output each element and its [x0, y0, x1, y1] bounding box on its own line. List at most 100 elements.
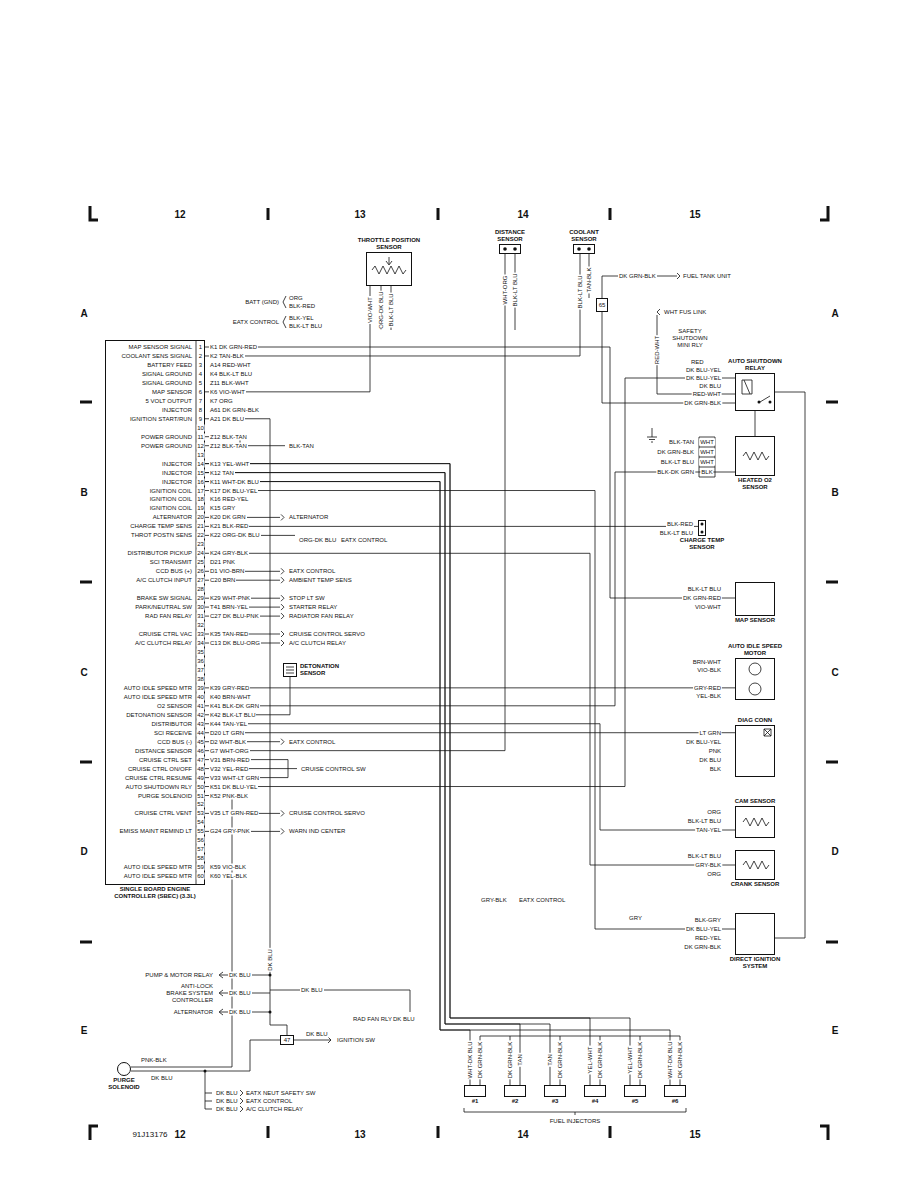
- wire-connector: [755, 411, 756, 436]
- wire-label: 49: [196, 774, 205, 781]
- wire-label: 43: [196, 720, 205, 727]
- wire-label: 48: [196, 765, 205, 772]
- wire-label: A/C CLUTCH RELAY: [134, 640, 193, 647]
- wire-label: DISTRIBUTOR: [150, 720, 193, 727]
- wire-label: 38: [196, 675, 205, 682]
- wire-label: DK GRN-BLK: [477, 1041, 484, 1080]
- wire-label: CRUISE CTRL VENT: [134, 810, 193, 817]
- relay-contact: [758, 401, 761, 404]
- wire-label: 5 VOLT OUTPUT: [145, 397, 193, 404]
- grid-reference: 12: [173, 209, 186, 220]
- solenoid-symbol: PURGE SOLENOID: [117, 1062, 131, 1076]
- wire-label: DK BLU-YEL: [685, 375, 722, 382]
- wire-label: ORG: [706, 871, 722, 878]
- wire-label: RED-WHT: [692, 391, 722, 398]
- wire-label: DK GRN-BLK: [637, 1041, 644, 1080]
- wire-label: DK GRN-RED: [682, 595, 722, 602]
- grid-reference: D: [830, 846, 839, 857]
- wire-label: DK BLU: [150, 1075, 174, 1082]
- wire-label: 20: [196, 514, 205, 521]
- wire-label: TAN: [517, 1053, 524, 1067]
- wire-label: DK GRN-BLK: [618, 273, 657, 280]
- wire-label: MAP SENSOR: [151, 388, 193, 395]
- wire-label: T41 BRN-YEL: [209, 604, 249, 611]
- wire-label: YEL-WHT: [627, 1046, 634, 1075]
- wire-label: K40 BRN-WHT: [209, 693, 252, 700]
- wire-label: 4: [198, 370, 203, 377]
- wire-label: EATX CONTROL: [518, 897, 566, 904]
- wire-label: BLK-LT BLU: [687, 586, 722, 593]
- ignition-box: DIRECT IGNITION SYSTEM: [735, 913, 775, 955]
- grid-reference: C: [79, 667, 88, 678]
- wire-connector: [205, 473, 520, 1085]
- wire-connector: [205, 482, 670, 1085]
- wire-label: K2 TAN-BLK: [209, 352, 245, 359]
- component-label: CHARGE TEMP SENSOR: [677, 537, 727, 551]
- component-label: DIAG CONN: [730, 717, 780, 724]
- wire-label: BRN-WHT: [692, 659, 722, 666]
- wire-label: 44: [196, 729, 205, 736]
- wire-label: EATX CONTROL: [340, 537, 388, 544]
- wire-label: STOP LT SW: [288, 595, 326, 602]
- wire-label: K22 ORG-DK BLU: [209, 532, 261, 539]
- wire-label: 51: [196, 792, 205, 799]
- wire-label: COOLANT SENS SIGNAL: [120, 352, 193, 359]
- grid-reference: D: [79, 846, 88, 857]
- wire-label: GRY-BLK: [480, 897, 508, 904]
- wire-label: SIGNAL GROUND: [141, 370, 193, 377]
- wire-label: DK GRN-BLK: [683, 400, 722, 407]
- wire-label: 36: [196, 657, 205, 664]
- wire-label: IGNITION START/RUN: [129, 415, 193, 422]
- sensor-box: MAP SENSOR: [735, 582, 775, 616]
- wire-label: 41: [196, 702, 205, 709]
- pin-dot: [503, 247, 507, 251]
- grid-reference: 15: [688, 209, 701, 220]
- wire-label: DK BLU-YEL: [685, 739, 722, 746]
- wire-label: D20 LT GRN: [209, 729, 245, 736]
- wire-label: 57: [196, 846, 205, 853]
- wire-label: DK BLU: [267, 948, 274, 972]
- wire-label: DK BLU: [228, 1009, 252, 1016]
- wire-connector: [205, 254, 505, 751]
- wire-connector: [775, 392, 805, 938]
- injector-box: #5: [624, 1085, 646, 1097]
- grid-reference: 12: [173, 1129, 186, 1140]
- sensor-connector: DISTANCE SENSOR: [499, 244, 521, 254]
- grid-reference: 13: [353, 1129, 366, 1140]
- wire-label: K60 YEL-BLK: [209, 873, 248, 880]
- component-label: #2: [505, 1098, 525, 1105]
- wire-label: K7 ORG: [209, 397, 234, 404]
- wire-connector: [205, 464, 630, 1085]
- component-label: #3: [545, 1098, 565, 1105]
- wire-connector: [205, 724, 735, 830]
- wire-label: LT GRN: [699, 730, 722, 737]
- wire-label: PUMP & MOTOR RELAY: [144, 972, 214, 979]
- wire-label: BLK-LT BLU: [687, 818, 722, 825]
- wire-label: DK GRN-BLK: [557, 1041, 564, 1080]
- wire-label: BLK-RED: [666, 521, 694, 528]
- wire-label: BLK-LT BLU: [288, 323, 323, 330]
- wire-label: DK BLU: [300, 987, 324, 994]
- pin-dot: [701, 523, 704, 526]
- wire-label: BLK-TAN: [288, 442, 315, 449]
- component-label: DETONATION SENSOR: [300, 663, 346, 677]
- grid-reference: B: [79, 487, 88, 498]
- wire-label: 34: [196, 640, 205, 647]
- wire-label: 35: [196, 648, 205, 655]
- wire-label: 27: [196, 577, 205, 584]
- wire-label: IGNITION SW: [336, 1037, 376, 1044]
- wire-label: AUTO IDLE SPEED MTR: [123, 684, 193, 691]
- grid-reference: 14: [516, 1129, 529, 1140]
- wire-label: VIO-WHT: [694, 604, 722, 611]
- wire-label: K1 DK GRN-RED: [209, 344, 258, 351]
- wire-label: 8: [198, 406, 203, 413]
- sensor-symbol: DETONATION SENSOR: [283, 663, 297, 677]
- grid-reference: A: [79, 308, 88, 319]
- wire-label: WHT: [699, 459, 715, 466]
- wire-label: K17 DK BLU-YEL: [209, 487, 258, 494]
- wire-label: AMBIENT TEMP SENS: [288, 577, 353, 584]
- feed-wires: [205, 972, 410, 1112]
- component-label: DISTANCE SENSOR: [488, 229, 532, 243]
- sensor-connector: COOLANT SENSOR: [573, 244, 595, 254]
